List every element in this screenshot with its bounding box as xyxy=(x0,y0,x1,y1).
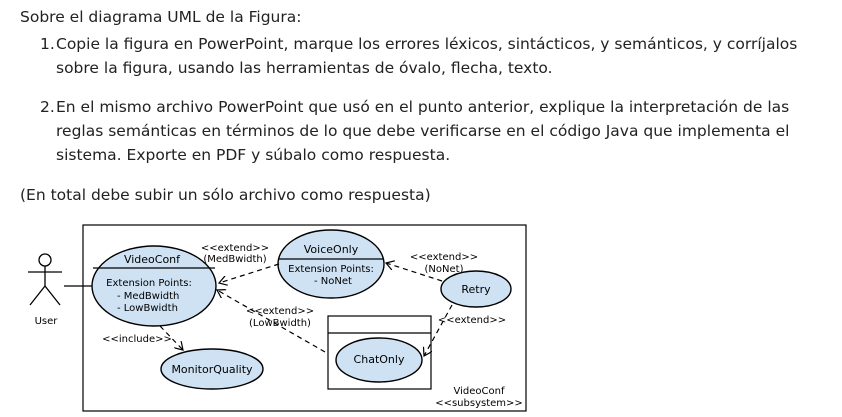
intro-text: Sobre el diagrama UML de la Figura: xyxy=(20,8,302,26)
extend-arrow-plain xyxy=(424,304,453,356)
videoconf-ext-header: Extension Points: xyxy=(106,278,192,289)
videoconf-ext-point: - MedBwidth xyxy=(117,291,179,302)
question-line: Copie la figura en PowerPoint, marque lo… xyxy=(56,35,798,53)
extend-label: <<extend>> xyxy=(201,243,269,254)
extend-condition: (LowBwidth) xyxy=(249,318,311,329)
question-line: sistema. Exporte en PDF y súbalo como re… xyxy=(56,146,451,164)
question-line: sobre la figura, usando las herramientas… xyxy=(56,59,553,77)
chatonly-label: ChatOnly xyxy=(354,353,405,366)
usecase-videoconf xyxy=(91,245,217,327)
videoconf-ext-point: - LowBwidth xyxy=(117,303,178,314)
question-number: 1. xyxy=(40,35,55,53)
extend-label: <<extend>> xyxy=(410,252,478,263)
extend-label: <<extend>> xyxy=(438,315,506,326)
usecase-retry xyxy=(440,270,512,308)
voiceonly-ext-point: - NoNet xyxy=(314,276,352,287)
usecase-monitorquality xyxy=(160,348,264,390)
retry-label: Retry xyxy=(461,283,491,296)
voiceonly-title: VoiceOnly xyxy=(304,243,359,256)
extend-arrow-lowbwidth xyxy=(217,290,326,353)
subsystem-boundary xyxy=(82,224,527,412)
usecase-chatonly xyxy=(335,337,423,383)
extend-arrow-nonet xyxy=(386,263,443,282)
question-2: 2. En el mismo archivo PowerPoint que us… xyxy=(40,95,830,167)
question-number: 2. xyxy=(40,98,55,116)
extend-condition: (NoNet) xyxy=(425,264,464,275)
monitorquality-label: MonitorQuality xyxy=(171,363,253,376)
actor-label: User xyxy=(35,316,59,327)
videoconf-title: VideoConf xyxy=(124,253,181,266)
extend-arrow-medbwidth xyxy=(219,263,280,283)
subsystem-name: VideoConf xyxy=(454,386,505,397)
extend-condition: (MedBwidth) xyxy=(203,254,266,265)
voiceonly-ext-header: Extension Points: xyxy=(288,264,374,275)
footer-note: (En total debe subir un sólo archivo com… xyxy=(20,186,431,204)
extend-label: <<extend>> xyxy=(246,306,314,317)
actor-user xyxy=(28,253,62,306)
question-1: 1. Copie la figura en PowerPoint, marque… xyxy=(40,32,830,80)
question-line: reglas semánticas en términos de lo que … xyxy=(56,122,790,140)
subsystem-stereotype: <<subsystem>> xyxy=(435,398,523,409)
question-line: En el mismo archivo PowerPoint que usó e… xyxy=(56,98,790,116)
include-label: <<include>> xyxy=(102,334,172,345)
include-arrow xyxy=(159,325,183,350)
